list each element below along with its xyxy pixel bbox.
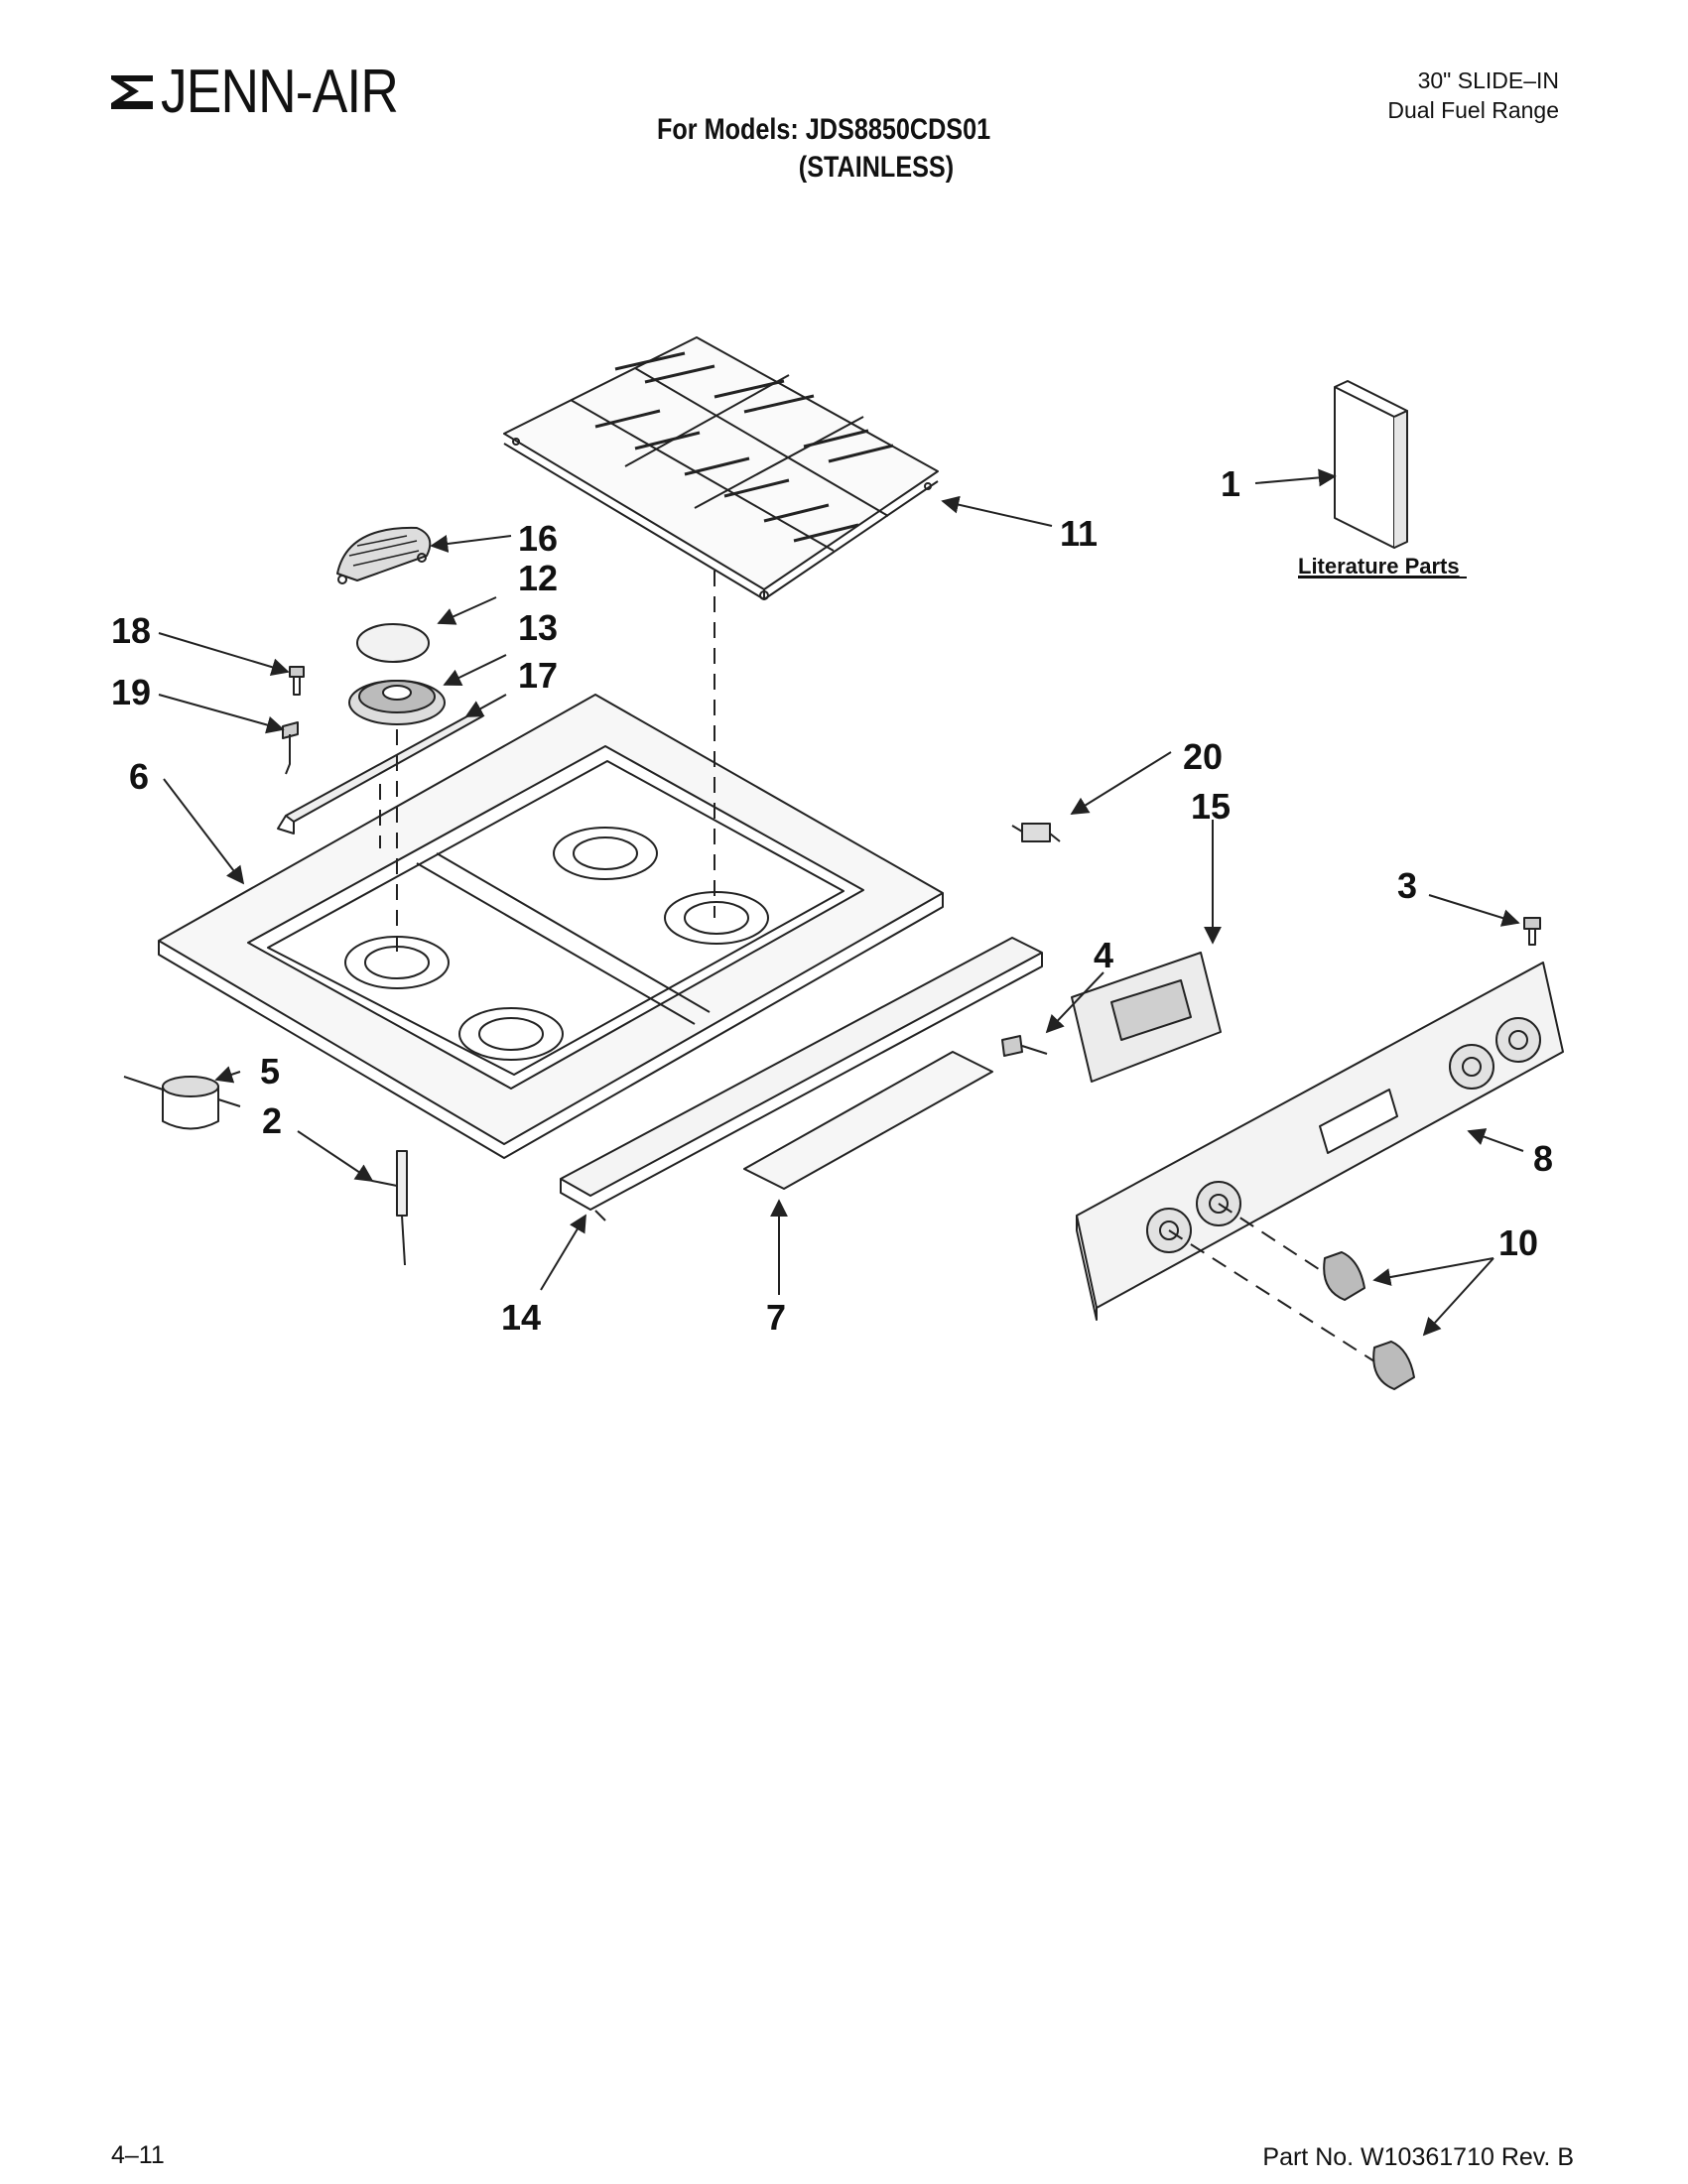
brand-name: JENN-AIR: [161, 58, 399, 126]
callout-15: 15: [1191, 786, 1231, 827]
callout-11: 11: [1060, 513, 1098, 554]
product-type: 30" SLIDE–IN Dual Fuel Range: [1387, 65, 1559, 125]
model-heading: For Models: JDS8850CDS01 (STAINLESS): [657, 111, 990, 187]
part-venturi: [123, 1076, 241, 1130]
part-electrode-19: [282, 721, 299, 775]
callout-10: 10: [1498, 1222, 1538, 1263]
callout-4: 4: [1094, 935, 1113, 975]
callout-5: 5: [260, 1051, 280, 1092]
part-screw-18: [289, 666, 305, 696]
brand-logo: JENN-AIR: [109, 58, 437, 127]
part-number: Part No. W10361710 Rev. B: [1262, 2143, 1574, 2171]
part-screw-3: [1523, 917, 1541, 946]
part-screw-4: [1001, 1035, 1048, 1057]
callout-17: 17: [518, 655, 558, 696]
callout-14: 14: [501, 1297, 541, 1338]
part-shield: [743, 1051, 993, 1190]
leader-lines: [158, 468, 1524, 1337]
callout-20: 20: [1183, 736, 1223, 777]
callout-13: 13: [518, 607, 558, 648]
part-cooktop: [158, 694, 944, 1159]
callout-3: 3: [1397, 865, 1417, 906]
part-switch-20: [1011, 823, 1061, 842]
product-line-2: Dual Fuel Range: [1387, 97, 1559, 123]
callout-16: 16: [518, 518, 558, 559]
callout-12: 12: [518, 558, 558, 598]
page-number: 4–11: [111, 2141, 165, 2169]
part-igniter: [371, 1150, 408, 1266]
model-number: For Models: JDS8850CDS01: [657, 113, 991, 146]
callout-6: 6: [129, 756, 149, 797]
part-literature: [1334, 380, 1408, 549]
brand-mark-icon: [111, 75, 153, 109]
callout-7: 7: [766, 1297, 786, 1338]
part-knobs: [1323, 1251, 1415, 1390]
part-control-board: [1071, 952, 1222, 1083]
literature-parts-label: Literature Parts: [1298, 554, 1460, 578]
product-line-1: 30" SLIDE–IN: [1417, 67, 1559, 93]
assembly-lines: [379, 571, 1375, 1362]
callout-18: 18: [111, 610, 151, 651]
callout-1: 1: [1221, 463, 1240, 504]
model-variant: (STAINLESS): [798, 151, 955, 184]
part-burner-cap-dome: [336, 526, 432, 584]
part-cap-disc: [356, 623, 430, 663]
part-grate: [503, 336, 939, 600]
part-control-panel: [1076, 962, 1564, 1321]
part-rail: [560, 937, 1043, 1221]
callout-2: 2: [262, 1100, 282, 1141]
part-burner-base: [348, 680, 446, 725]
callout-8: 8: [1533, 1138, 1553, 1179]
callout-19: 19: [111, 672, 151, 712]
